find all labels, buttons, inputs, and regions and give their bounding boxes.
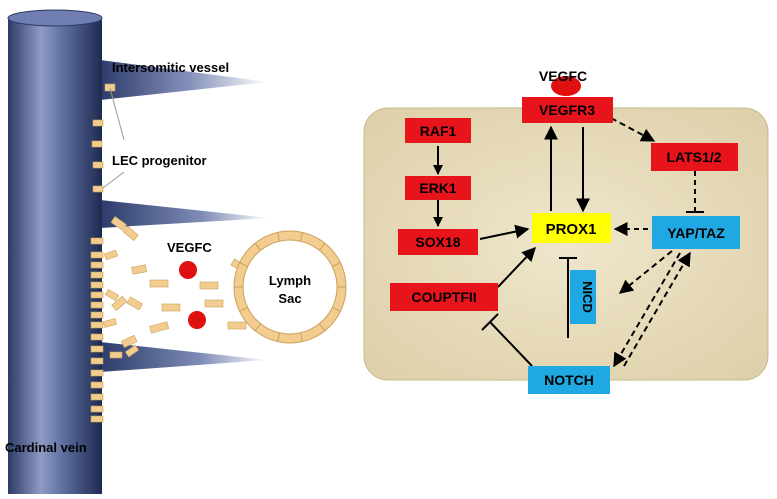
lymph-sac-cell-boundary — [299, 332, 303, 342]
intersomitic-vessel-lower — [100, 342, 268, 372]
lec-progenitor-cells-migrating — [110, 216, 247, 348]
intersomitic-vessel-upper — [100, 60, 268, 100]
node-notch-label: NOTCH — [544, 372, 594, 388]
right-panel: VEGFC VEGFR3 RAF1 ERK1 SOX18 COUPTFII PR… — [363, 68, 769, 394]
lec-progenitor-label: LEC progenitor — [112, 153, 207, 168]
node-vegfc: VEGFC — [539, 68, 587, 96]
lymph-sac-label-line2: Sac — [278, 291, 301, 306]
node-couptfii: COUPTFII — [390, 283, 498, 311]
cardinal-vein-label: Cardinal vein — [5, 440, 87, 455]
node-erk1: ERK1 — [405, 176, 471, 200]
node-sox18: SOX18 — [398, 229, 478, 255]
pathway-edges — [433, 117, 704, 368]
edge-couptfii-prox1 — [497, 246, 536, 288]
lymph-sac-cell-boundary — [277, 332, 281, 342]
vegfc-label-left: VEGFC — [167, 240, 212, 255]
node-yaptaz: YAP/TAZ — [652, 216, 740, 249]
left-panel: Intersomitic vessel LEC progenitor VEGFC… — [5, 9, 347, 494]
node-prox1: PROX1 — [532, 213, 611, 243]
lymph-sac-cell-boundary — [239, 306, 248, 312]
lec-progenitor-cells-vein — [90, 83, 140, 423]
node-vegfc-label: VEGFC — [539, 68, 587, 84]
vegfc-dot-lower — [188, 311, 206, 329]
lymph-sac-cell-boundary — [332, 306, 341, 312]
node-notch: NOTCH — [528, 366, 610, 394]
lymph-sac-label-line1: Lymph — [269, 273, 311, 288]
intersomitic-vessel-middle — [100, 200, 270, 228]
lymph-sac-cell-boundary — [318, 323, 326, 332]
lymph-sac-cell-boundary — [332, 262, 341, 268]
lec-progenitor-leader-line — [102, 171, 125, 189]
intersomitic-vessel-label: Intersomitic vessel — [112, 60, 229, 75]
node-lats12: LATS1/2 — [651, 143, 738, 171]
lymph-sac-cell-boundary — [299, 232, 303, 242]
node-lats12-label: LATS1/2 — [667, 149, 722, 165]
edge-vegfr3-lats12 — [610, 117, 656, 142]
node-erk1-label: ERK1 — [419, 180, 457, 196]
node-couptfii-label: COUPTFII — [411, 289, 476, 305]
node-prox1-label: PROX1 — [546, 221, 597, 238]
node-nicd-label: NICD — [580, 281, 595, 313]
node-vegfr3: VEGFR3 — [522, 97, 613, 123]
edge-notch-couptfii-bar — [481, 313, 499, 331]
node-raf1-label: RAF1 — [420, 123, 457, 139]
intersomitic-leader-line — [109, 87, 125, 141]
node-raf1: RAF1 — [405, 118, 471, 143]
node-sox18-label: SOX18 — [415, 234, 460, 250]
lymph-sac — [233, 230, 347, 344]
node-vegfr3-label: VEGFR3 — [539, 102, 595, 118]
lymph-sac-cell-boundary — [239, 262, 248, 268]
lymph-sac-cell-boundary — [318, 242, 326, 251]
edge-yaptaz-notch-a — [613, 252, 681, 368]
vegfc-dot-upper — [179, 261, 197, 279]
edge-yaptaz-couptfii — [618, 250, 673, 294]
edge-sox18-prox1 — [479, 224, 530, 240]
node-nicd: NICD — [570, 270, 596, 324]
lymph-sac-cell-boundary — [277, 232, 281, 242]
lymph-sac-cell-boundary — [254, 242, 262, 251]
edge-notch-yaptaz — [623, 251, 691, 367]
node-yaptaz-label: YAP/TAZ — [667, 225, 725, 241]
edge-notch-couptfii — [489, 321, 533, 367]
cardinal-vein — [7, 9, 103, 494]
lymph-sac-cell-boundary — [254, 323, 262, 332]
